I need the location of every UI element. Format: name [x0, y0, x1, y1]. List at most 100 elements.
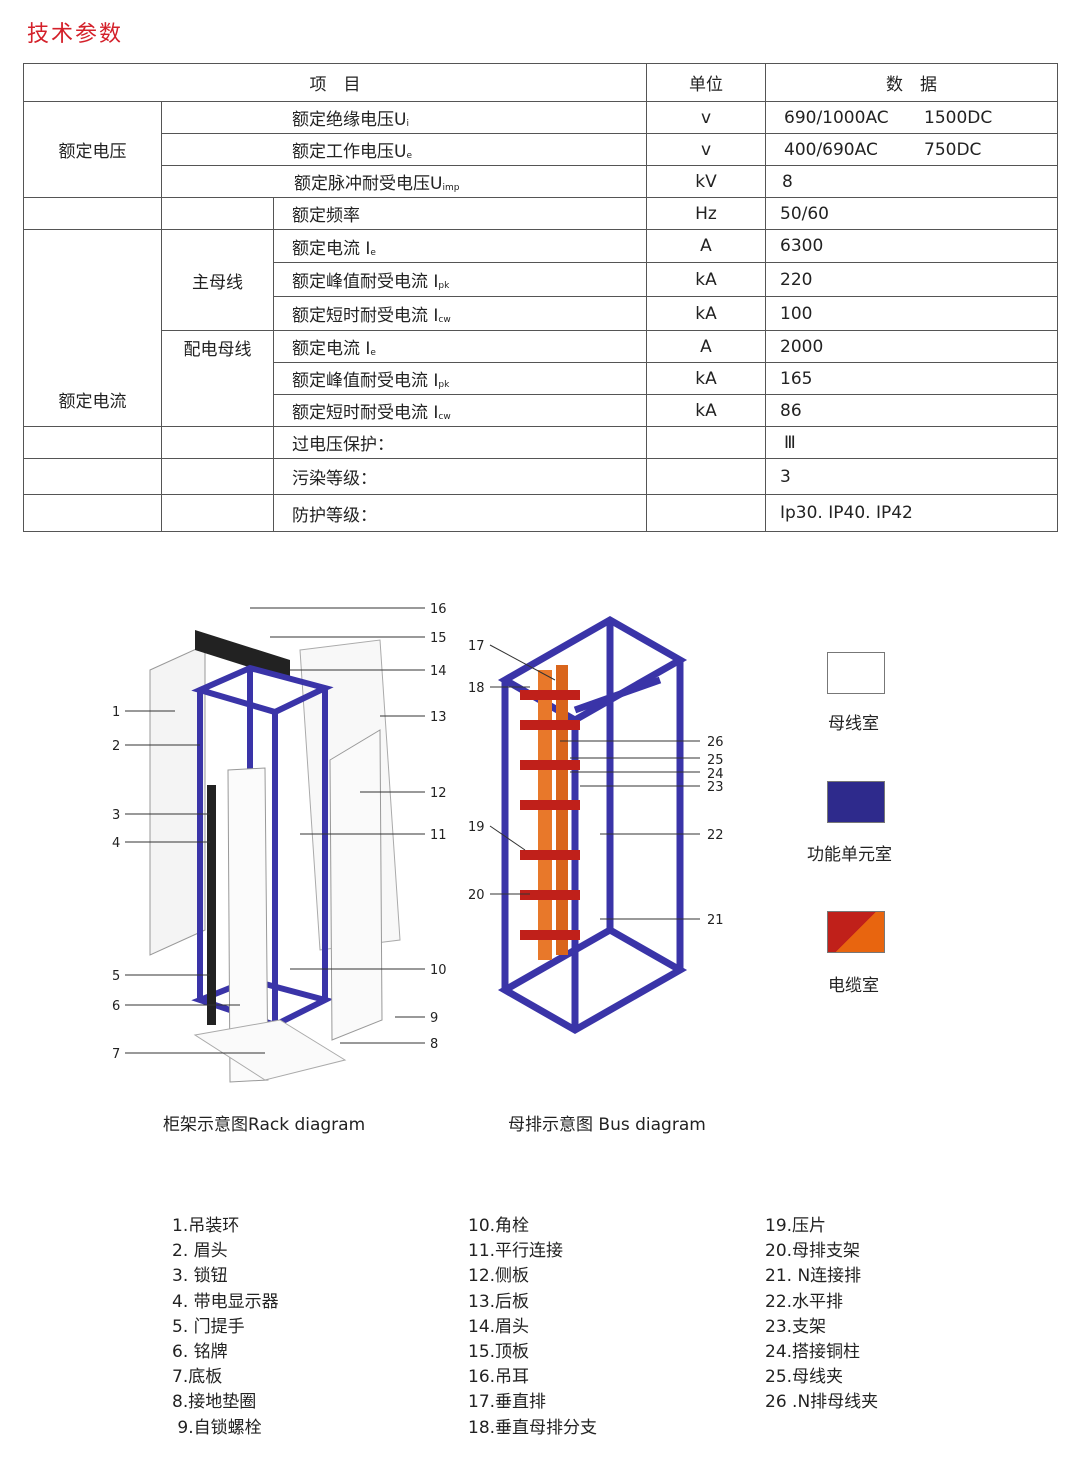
row-value: 86: [765, 394, 1058, 427]
bus-label: 18: [468, 681, 485, 696]
rack-label: 7: [112, 1047, 120, 1062]
part-item: 21. N连接排: [765, 1266, 862, 1287]
group-voltage: 额定电压: [23, 101, 162, 198]
rack-diagram: [149, 630, 401, 1083]
row-label: 额定工作电压Ue: [161, 133, 647, 166]
header-data: 数 据: [765, 63, 1058, 102]
row-unit: kA: [646, 394, 766, 427]
bus-left-labels: 17 18 19 20: [468, 639, 485, 903]
rack-caption: 柜架示意图Rack diagram: [163, 1115, 366, 1135]
part-item: 2. 眉头: [172, 1241, 228, 1262]
bus-label: 23: [707, 780, 724, 795]
row-label: 防护等级：: [273, 494, 647, 532]
part-item: 14.眉头: [468, 1316, 530, 1337]
row-label: 额定绝缘电压Ui: [161, 101, 647, 134]
rack-label: 16: [430, 602, 447, 617]
part-item: 3. 锁钮: [172, 1266, 228, 1287]
rack-label: 14: [430, 664, 447, 679]
header-item: 项 目: [23, 63, 647, 102]
row-label: 额定峰值耐受电流 Ipk: [273, 262, 647, 297]
part-item: 16.吊耳: [468, 1367, 530, 1388]
legend-swatch-cable: [827, 911, 885, 953]
rack-label: 4: [112, 836, 120, 851]
rack-label: 5: [112, 969, 120, 984]
leader-lines: [125, 607, 700, 1054]
row-unit: kV: [646, 165, 766, 198]
row-unit: kA: [646, 362, 766, 395]
legend-swatch-busbar: [827, 652, 885, 694]
part-item: 7.底板: [172, 1367, 223, 1388]
parts-list-2: 10.角栓 11.平行连接 12.侧板 13.后板 14.眉头 15.顶板 16.吊耳 17.…: [468, 1214, 597, 1441]
rack-label: 3: [112, 808, 120, 823]
rack-label: 15: [430, 631, 447, 646]
rack-label: 8: [430, 1037, 438, 1052]
part-item: 13.后板: [468, 1291, 530, 1312]
row-unit: Hz: [646, 197, 766, 230]
bus-label: 17: [468, 639, 485, 654]
row-label: 额定脉冲耐受电压Uimp: [161, 165, 647, 198]
legend-label-busbar: 母线室: [828, 714, 879, 734]
part-item: 17.垂直排: [468, 1392, 547, 1413]
row-unit: kA: [646, 296, 766, 331]
part-item: 10.角栓: [468, 1216, 530, 1236]
part-item: 11.平行连接: [468, 1241, 564, 1262]
group-main-bus: 主母线: [161, 229, 274, 331]
part-item: 5. 门提手: [172, 1316, 245, 1337]
row-value: 50/60: [765, 197, 1058, 230]
row-label: 过电压保护：: [273, 426, 647, 459]
part-item: 6. 铭牌: [172, 1342, 228, 1363]
row-label: 额定峰值耐受电流 Ipk: [273, 362, 647, 395]
part-item: 20.母排支架: [765, 1241, 861, 1262]
bus-caption: 母排示意图 Bus diagram: [508, 1115, 706, 1135]
legend-label-functional: 功能单元室: [807, 845, 892, 865]
legend-label-cable: 电缆室: [828, 976, 879, 996]
legend-swatch-functional: [827, 781, 885, 823]
section-title: 技术参数: [27, 22, 124, 47]
part-item: 4. 带电显示器: [172, 1291, 279, 1312]
row-value: 165: [765, 362, 1058, 395]
part-item: 23.支架: [765, 1316, 827, 1337]
row-label: 额定电流 Ie: [273, 229, 647, 263]
bus-label: 20: [468, 888, 485, 903]
row-unit: A: [646, 330, 766, 363]
bus-diagram: [497, 615, 688, 1035]
header-unit: 单位: [646, 63, 766, 102]
bus-label: 26: [707, 735, 724, 750]
bus-label: 22: [707, 828, 724, 843]
row-unit: A: [646, 229, 766, 263]
row-label: 污染等级：: [273, 458, 647, 495]
group-current: 额定电流: [23, 229, 162, 427]
bus-label: 25: [707, 753, 724, 768]
row-value: 220: [765, 262, 1058, 297]
rack-label: 10: [430, 963, 447, 978]
row-label: 额定短时耐受电流 Icw: [273, 394, 647, 427]
row-label: 额定电流 Ie: [273, 330, 647, 363]
rack-label: 1: [112, 705, 120, 720]
rack-label: 2: [112, 739, 120, 754]
row-value: 3: [765, 458, 1058, 495]
part-item: 26 .N排母线夹: [765, 1392, 879, 1413]
bus-label: 24: [707, 767, 724, 782]
row-value: Ⅲ: [765, 426, 1058, 459]
row-label: 额定短时耐受电流 Icw: [273, 296, 647, 331]
row-value: Ip30. IP40. IP42: [765, 494, 1058, 532]
row-unit: v: [646, 101, 766, 134]
rack-label: 6: [112, 999, 120, 1014]
row-value: 2000: [765, 330, 1058, 363]
part-item: 15.顶板: [468, 1342, 530, 1363]
part-item: 12.侧板: [468, 1266, 530, 1287]
part-item: 9.自锁螺栓: [172, 1417, 262, 1438]
group-dist-bus: 配电母线: [161, 330, 274, 427]
row-label: 额定频率: [273, 197, 647, 230]
bus-label: 21: [707, 913, 724, 928]
bus-label: 19: [468, 820, 485, 835]
